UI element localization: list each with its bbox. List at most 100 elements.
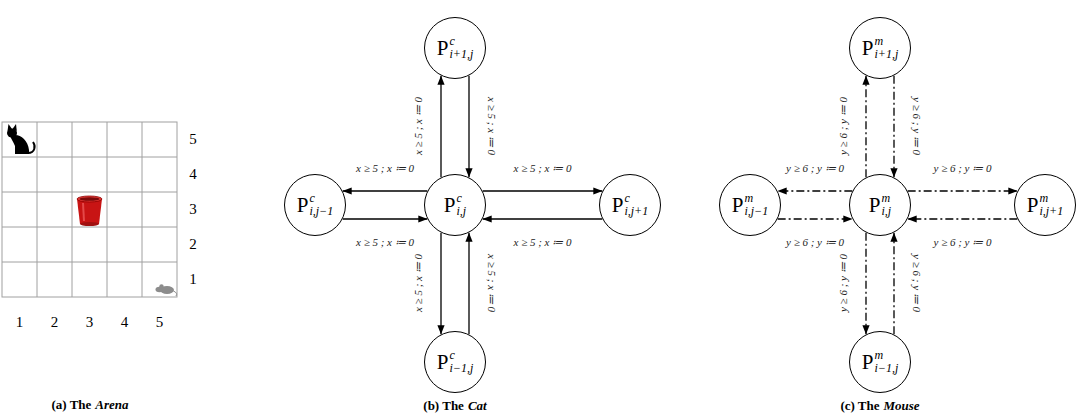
guard-label: y ≥ 6 ; y ≔ 0 <box>785 162 845 174</box>
guard-label: y ≥ 6 ; y ≔ 0 <box>837 254 849 314</box>
superscript: c <box>449 349 473 362</box>
caption-prefix: (a) The <box>51 397 91 412</box>
subscript: i,j−1 <box>309 205 333 218</box>
transition-arrow <box>908 218 1018 219</box>
transition-arrow <box>468 233 469 335</box>
subscript: i+1,j <box>874 48 898 61</box>
transition-arrow <box>778 190 853 191</box>
subscript: i,j−1 <box>744 205 768 218</box>
script-stack: mi,j+1 <box>1039 192 1063 217</box>
state-letter: P <box>444 195 456 216</box>
column-number: 2 <box>51 315 59 330</box>
script-stack: mi+1,j <box>874 35 898 60</box>
row-number: 5 <box>189 132 197 147</box>
transition-arrow <box>865 233 866 335</box>
column-number: 4 <box>121 315 129 330</box>
column-number: 5 <box>156 315 164 330</box>
script-stack: mi−1,j <box>874 349 898 374</box>
state-symbol: Pci,j+1 <box>612 192 648 217</box>
subfigure-caption: (a) The Arena <box>51 398 128 412</box>
superscript: m <box>882 192 892 205</box>
transition-arrow <box>778 218 853 219</box>
subfigure-caption: (c) The Mouse <box>840 399 919 413</box>
script-stack: ci−1,j <box>449 349 473 374</box>
state-symbol: Pmi−1,j <box>862 349 898 374</box>
state-letter: P <box>732 195 744 216</box>
transition-arrow <box>483 190 603 191</box>
state-symbol: Pci,j <box>444 192 466 217</box>
script-stack: ci,j−1 <box>309 192 333 217</box>
script-stack: ci,j <box>457 192 467 217</box>
state-symbol: Pci,j−1 <box>297 192 333 217</box>
transition-arrow <box>440 233 441 335</box>
guard-label: x ≥ 5 ; x ≔ 0 <box>412 254 424 314</box>
column-number: 1 <box>16 315 24 330</box>
guard-label: x ≥ 5 ; x ≔ 0 <box>355 162 415 174</box>
subscript: i,j+1 <box>624 205 648 218</box>
guard-label: x ≥ 5 ; x ≔ 0 <box>486 254 498 314</box>
row-number: 3 <box>189 202 197 217</box>
superscript: c <box>309 192 333 205</box>
caption-name: Mouse <box>884 398 920 413</box>
transition-arrow <box>440 76 441 178</box>
subscript: i,j <box>882 205 892 218</box>
state-symbol: Pci+1,j <box>437 35 473 60</box>
guard-label: y ≥ 6 ; y ≔ 0 <box>785 236 845 248</box>
state-letter: P <box>862 352 874 373</box>
script-stack: mi,j−1 <box>744 192 768 217</box>
superscript: m <box>744 192 768 205</box>
arena-grid <box>2 122 177 297</box>
state-symbol: Pci−1,j <box>437 349 473 374</box>
guard-label: y ≥ 6 ; y ≔ 0 <box>933 236 993 248</box>
transition-arrow <box>468 76 469 178</box>
transition-arrow <box>908 190 1018 191</box>
row-number: 1 <box>189 272 197 287</box>
superscript: m <box>1039 192 1063 205</box>
script-stack: ci,j+1 <box>624 192 648 217</box>
subfigure-caption: (b) The Cat <box>423 399 486 413</box>
caption-prefix: (c) The <box>840 398 879 413</box>
caption-prefix: (b) The <box>423 398 464 413</box>
state-circle: Pmi,j+1 <box>1014 174 1076 236</box>
subscript: i,j+1 <box>1039 205 1063 218</box>
state-circle: Pmi,j <box>849 174 911 236</box>
state-circle: Pmi+1,j <box>849 17 911 79</box>
subscript: i+1,j <box>449 48 473 61</box>
column-number: 3 <box>86 315 94 330</box>
superscript: c <box>624 192 648 205</box>
transition-arrow <box>483 218 603 219</box>
guard-label: x ≥ 5 ; x ≔ 0 <box>355 236 415 248</box>
transition-arrow <box>865 76 866 178</box>
state-letter: P <box>869 195 881 216</box>
superscript: c <box>457 192 467 205</box>
state-symbol: Pmi,j−1 <box>732 192 768 217</box>
transition-arrow <box>893 76 894 178</box>
transition-arrow <box>343 218 428 219</box>
subscript: i,j <box>457 205 467 218</box>
superscript: m <box>874 35 898 48</box>
transition-arrow <box>893 233 894 335</box>
state-circle: Pmi,j−1 <box>719 174 781 236</box>
row-number: 2 <box>189 237 197 252</box>
state-symbol: Pmi,j+1 <box>1027 192 1063 217</box>
state-symbol: Pmi+1,j <box>862 35 898 60</box>
guard-label: x ≥ 5 ; x ≔ 0 <box>412 97 424 157</box>
caption-name: Cat <box>468 398 487 413</box>
guard-label: y ≥ 6 ; y ≔ 0 <box>911 97 923 157</box>
state-letter: P <box>612 195 624 216</box>
row-number: 4 <box>189 167 197 182</box>
state-circle: Pci+1,j <box>424 17 486 79</box>
mouse-icon <box>156 284 177 296</box>
state-letter: P <box>437 38 449 59</box>
superscript: m <box>874 349 898 362</box>
state-letter: P <box>1027 195 1039 216</box>
caption-name: Arena <box>95 397 128 412</box>
superscript: c <box>449 35 473 48</box>
state-letter: P <box>862 38 874 59</box>
guard-label: y ≥ 6 ; y ≔ 0 <box>911 254 923 314</box>
state-symbol: Pmi,j <box>869 192 891 217</box>
